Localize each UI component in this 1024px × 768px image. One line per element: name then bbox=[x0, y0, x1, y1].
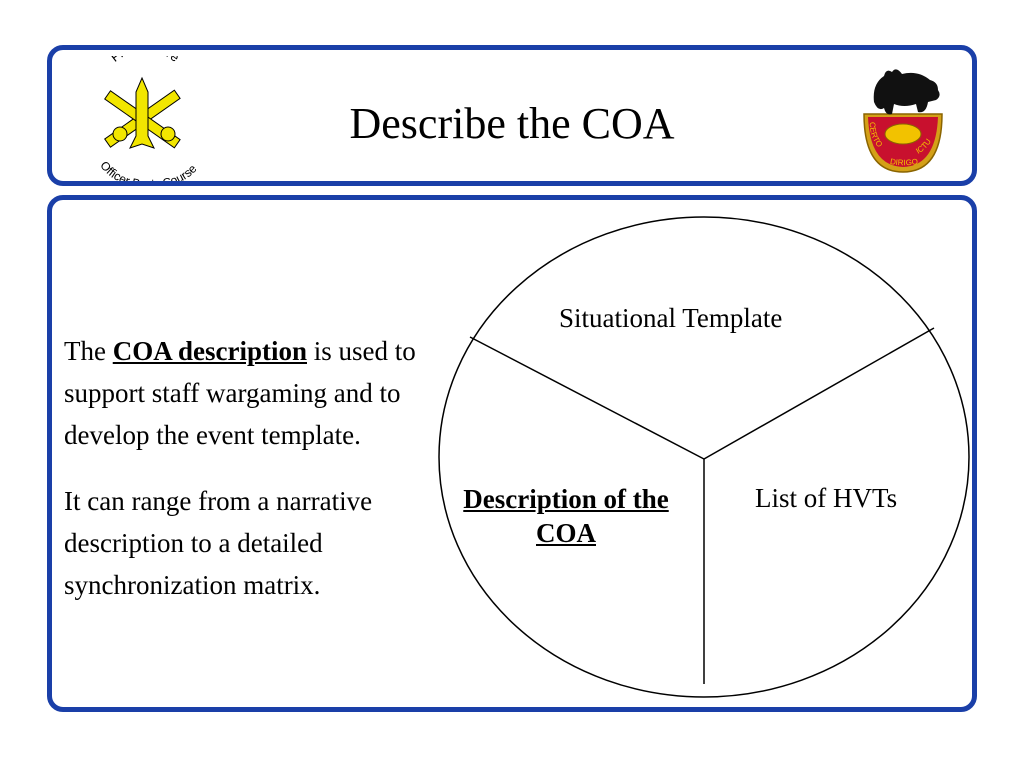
svg-text:First to Fire: First to Fire bbox=[108, 56, 183, 65]
paragraph-lead: The bbox=[64, 336, 106, 366]
divider-right bbox=[703, 327, 935, 460]
paragraph-range: It can range from a narrative descriptio… bbox=[64, 486, 373, 600]
logo-bottom-text: Officer Basic Course bbox=[97, 158, 199, 181]
coa-pie-diagram: Situational Template Description of the … bbox=[432, 212, 972, 712]
segment-situational-template: Situational Template bbox=[559, 303, 783, 333]
coa-description-term: COA description bbox=[112, 336, 307, 366]
crest-ribbon-bottom: DIRIGO bbox=[889, 157, 918, 167]
logo-top-text: First to Fire bbox=[108, 56, 183, 65]
svg-text:Officer Basic Course: Officer Basic Course bbox=[97, 158, 199, 181]
pie-outline bbox=[438, 216, 970, 698]
paragraph-rest: is used to support staff wargaming and t… bbox=[64, 336, 416, 450]
segment-description-of-coa: Description of the COA bbox=[463, 484, 669, 548]
header-panel: First to Fire Officer Basic Course Descr… bbox=[47, 45, 977, 186]
regimental-crest: CERTO ICTU DIRIGO bbox=[863, 69, 943, 173]
segment-list-of-hvts: List of HVTs bbox=[755, 483, 898, 513]
svg-text:DIRIGO: DIRIGO bbox=[889, 157, 918, 167]
artillery-branch-logo: First to Fire Officer Basic Course bbox=[97, 56, 199, 181]
divider-left bbox=[469, 336, 705, 460]
slide-title: Describe the COA bbox=[349, 99, 675, 148]
paragraph-coa-description: The COA description is used to support s… bbox=[64, 330, 484, 456]
body-text: The COA description is used to support s… bbox=[64, 330, 484, 606]
content-panel: The COA description is used to support s… bbox=[47, 195, 977, 712]
pie-circle bbox=[438, 216, 970, 698]
